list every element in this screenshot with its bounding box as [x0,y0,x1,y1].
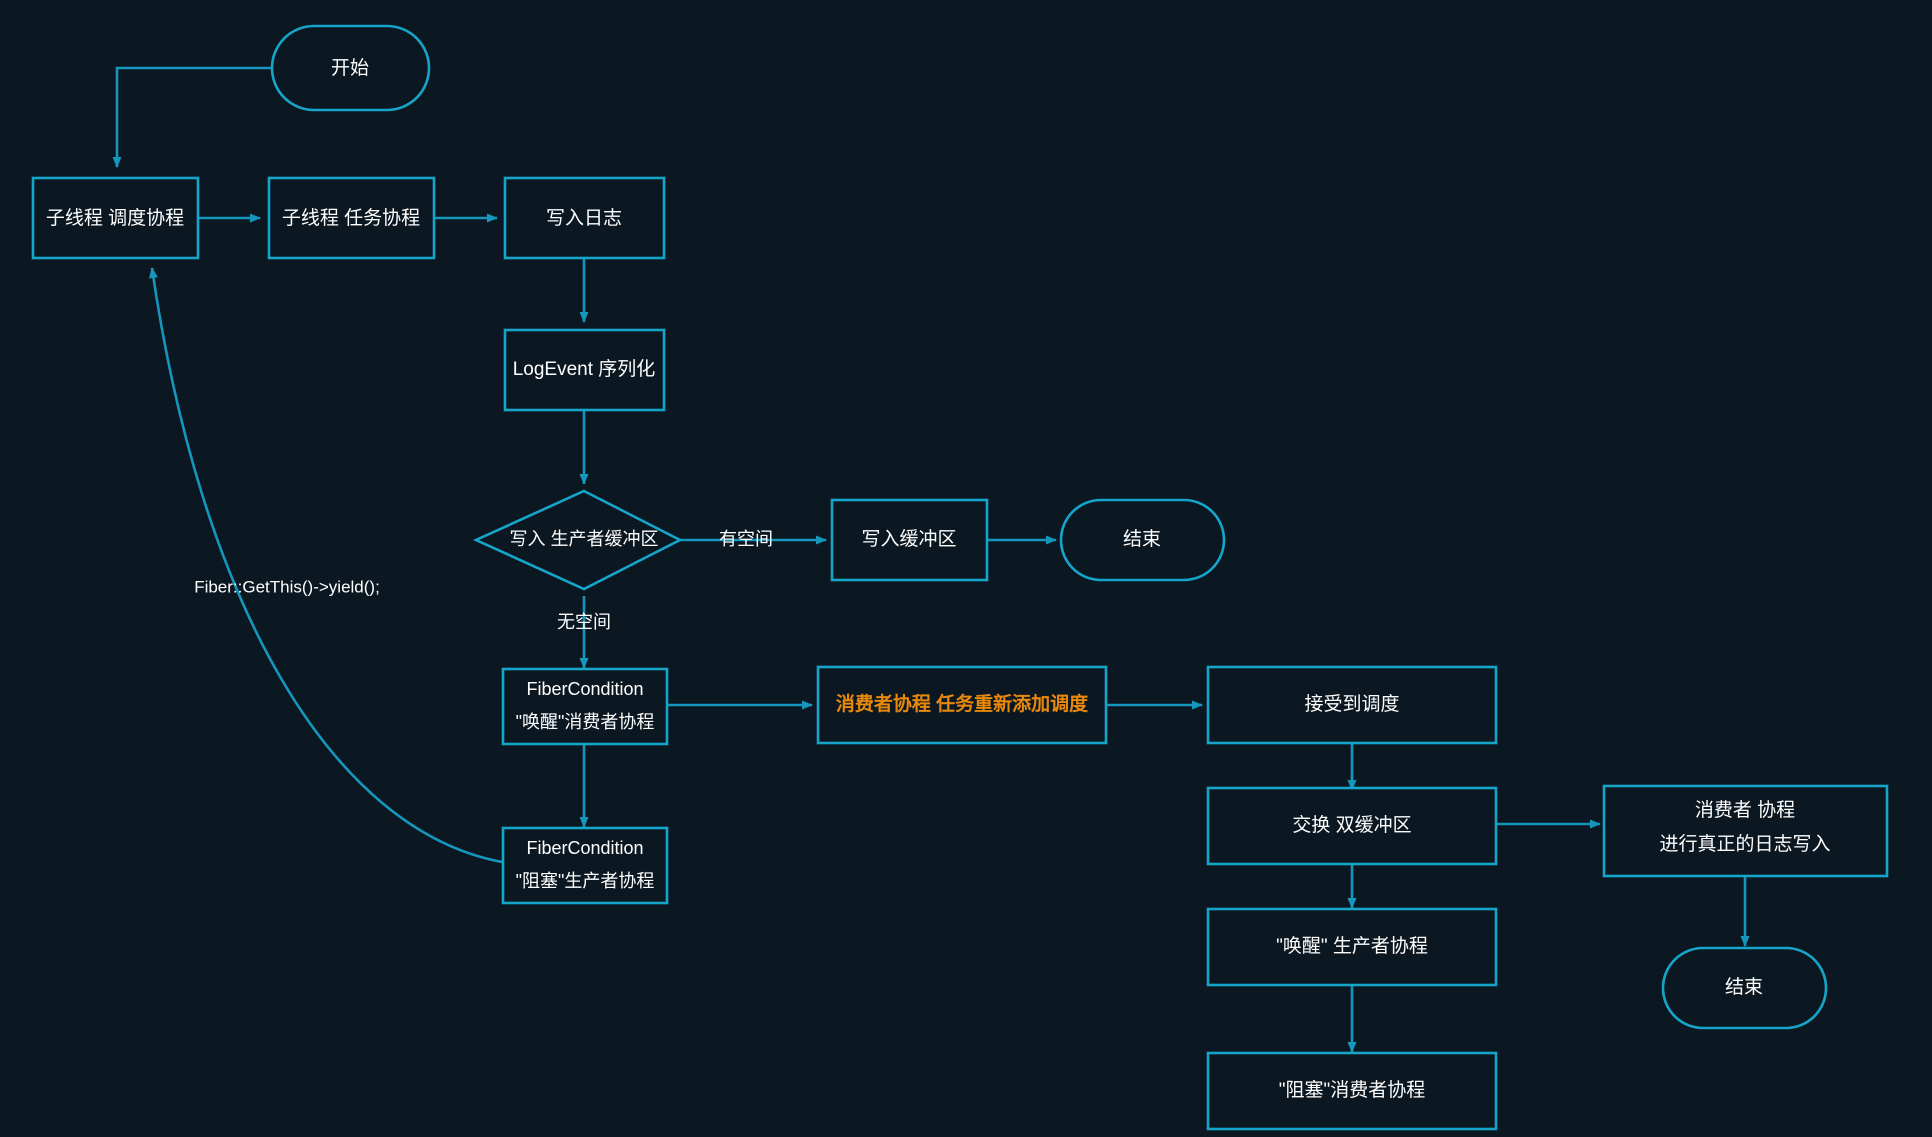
node-got-sched-shape [1206,665,1498,745]
node-start[interactable]: 开始 [270,24,431,112]
node-start-shape [270,24,431,112]
node-consumer-write-line2: 进行真正的日志写入 [1659,833,1830,855]
node-sched-fiber-shape [31,176,200,260]
node-serialize-label: LogEvent 序列化 [513,358,656,380]
edge-labels-layer: 有空间 无空间 Fiber::GetThis()->yield(); [194,529,773,632]
edge-start-to-sched-fiber [112,66,272,168]
node-wake-producer-shape [1206,907,1498,987]
node-decision-shape [472,489,683,591]
node-block-consumer[interactable]: "阻塞"消费者协程 [1206,1051,1498,1131]
node-write-buffer-shape [830,498,989,582]
node-wake-producer-label: "唤醒" 生产者协程 [1276,935,1428,957]
node-sched-fiber[interactable]: 子线程 调度协程 [31,176,200,260]
node-end-top-shape [1059,498,1226,582]
node-consumer-write-shape [1602,784,1889,878]
node-cond-wake-consumer[interactable]: FiberCondition "唤醒"消费者协程 [501,667,669,746]
node-cond-wake-consumer-line2: "唤醒"消费者协程 [516,712,655,732]
node-serialize-shape [503,328,666,412]
edge-blockcond-to-sched-yield [148,267,503,864]
edge-label-no-space: 无空间 [557,612,611,632]
node-write-log-shape [503,176,666,260]
node-cond-wake-consumer-line1: FiberCondition [526,679,643,699]
node-consumer-write-line1: 消费者 协程 [1695,799,1795,821]
node-consumer-write[interactable]: 消费者 协程 进行真正的日志写入 [1602,784,1889,878]
node-decision-producer-buffer[interactable]: 写入 生产者缓冲区 [472,489,683,591]
edges-layer [112,66,1750,1053]
node-write-log-label: 写入日志 [546,207,622,229]
node-decision-label: 写入 生产者缓冲区 [509,529,658,549]
edge-label-yield-call: Fiber::GetThis()->yield(); [194,577,380,596]
node-cond-block-producer-line1: FiberCondition [526,838,643,858]
node-start-label: 开始 [331,57,369,79]
node-task-fiber-label: 子线程 任务协程 [282,207,420,229]
edge-label-has-space: 有空间 [719,529,773,549]
node-end-bottom-shape [1661,946,1828,1030]
node-block-consumer-label: "阻塞"消费者协程 [1279,1079,1426,1101]
node-serialize[interactable]: LogEvent 序列化 [503,328,666,412]
node-end-top[interactable]: 结束 [1059,498,1226,582]
node-wake-producer[interactable]: "唤醒" 生产者协程 [1206,907,1498,987]
node-end-bottom-label: 结束 [1725,976,1763,998]
node-cond-block-producer[interactable]: FiberCondition "阻塞"生产者协程 [501,826,669,905]
node-cond-wake-consumer-shape [501,667,669,746]
node-end-bottom[interactable]: 结束 [1661,946,1828,1030]
node-got-sched-label: 接受到调度 [1304,693,1399,715]
node-end-top-label: 结束 [1123,528,1161,550]
node-task-fiber[interactable]: 子线程 任务协程 [267,176,436,260]
node-cond-block-producer-line2: "阻塞"生产者协程 [516,871,655,891]
node-write-log[interactable]: 写入日志 [503,176,666,260]
node-swap-buffers-label: 交换 双缓冲区 [1292,814,1411,836]
node-write-buffer-label: 写入缓冲区 [861,528,956,550]
node-swap-buffers-shape [1206,786,1498,866]
node-swap-buffers[interactable]: 交换 双缓冲区 [1206,786,1498,866]
node-write-buffer[interactable]: 写入缓冲区 [830,498,989,582]
node-block-consumer-shape [1206,1051,1498,1131]
node-cond-block-producer-shape [501,826,669,905]
node-task-fiber-shape [267,176,436,260]
node-consumer-resched-shape [816,665,1108,745]
node-sched-fiber-label: 子线程 调度协程 [46,207,184,229]
node-consumer-resched[interactable]: 消费者协程 任务重新添加调度 [816,665,1108,745]
node-got-sched[interactable]: 接受到调度 [1206,665,1498,745]
node-consumer-resched-label: 消费者协程 任务重新添加调度 [836,692,1089,715]
